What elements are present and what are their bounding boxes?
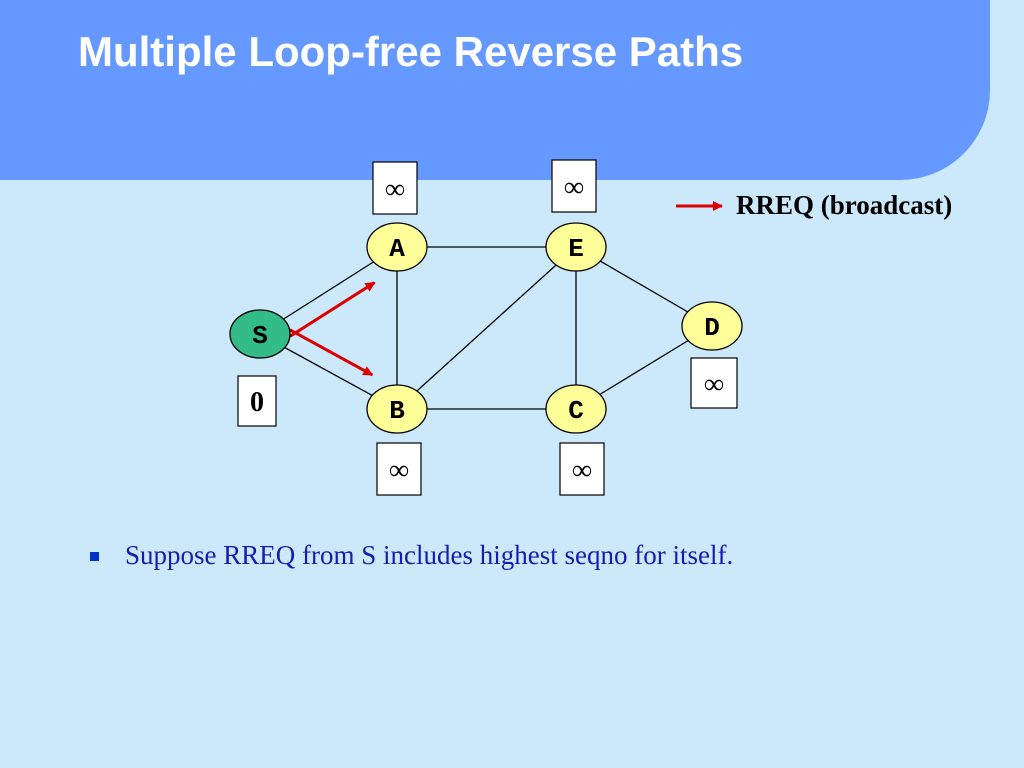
bullet-text: Suppose RREQ from S includes highest seq…	[125, 540, 734, 570]
value-box-c-frame	[559, 442, 605, 496]
value-box-s-frame	[237, 375, 277, 427]
value-boxes-layer: ∞ ∞ 0 ∞ ∞ ∞	[237, 159, 738, 496]
node-e-label: E	[568, 234, 584, 264]
node-b: B	[366, 384, 428, 434]
value-box-a-value: ∞	[385, 174, 405, 205]
legend-label: RREQ (broadcast)	[736, 190, 952, 220]
rreq-arrow-s-a	[289, 281, 376, 338]
value-box-d-frame	[690, 357, 738, 409]
node-e: E	[545, 222, 607, 272]
nodes-layer: S A B E C D	[229, 222, 743, 434]
node-s-shape	[229, 309, 291, 359]
node-s-label: S	[252, 321, 268, 351]
node-c-shape	[545, 384, 607, 434]
bullet-item: Suppose RREQ from S includes highest seq…	[90, 540, 733, 571]
node-d: D	[681, 301, 743, 351]
value-box-b: ∞	[376, 442, 422, 496]
node-d-shape	[681, 301, 743, 351]
edges-layer	[259, 246, 713, 410]
value-box-d: ∞	[690, 357, 738, 409]
node-a: A	[366, 222, 428, 272]
node-e-shape	[545, 222, 607, 272]
rreq-arrow-s-b	[288, 328, 374, 377]
node-c-label: C	[568, 396, 584, 426]
node-a-shape	[366, 222, 428, 272]
node-a-label: A	[389, 234, 405, 264]
value-box-c-value: ∞	[572, 455, 592, 486]
value-box-c: ∞	[559, 442, 605, 496]
value-box-e: ∞	[551, 159, 597, 213]
edge-b-e	[396, 246, 577, 410]
node-b-label: B	[389, 396, 405, 426]
value-box-b-frame	[376, 442, 422, 496]
node-c: C	[545, 384, 607, 434]
slide-title: Multiple Loop-free Reverse Paths	[78, 28, 744, 75]
node-s: S	[229, 309, 291, 359]
value-box-e-frame	[551, 159, 597, 213]
title-band	[0, 0, 990, 180]
value-box-a: ∞	[372, 161, 418, 215]
value-box-d-value: ∞	[704, 369, 724, 400]
node-d-label: D	[704, 313, 720, 343]
value-box-s-value: 0	[250, 387, 264, 418]
node-b-shape	[366, 384, 428, 434]
value-box-a-frame	[372, 161, 418, 215]
bullet-marker	[90, 552, 99, 561]
value-box-s: 0	[237, 375, 277, 427]
rreq-arrows-layer	[288, 281, 376, 377]
legend: RREQ (broadcast)	[676, 190, 952, 220]
value-box-b-value: ∞	[389, 455, 409, 486]
value-box-e-value: ∞	[564, 172, 584, 203]
